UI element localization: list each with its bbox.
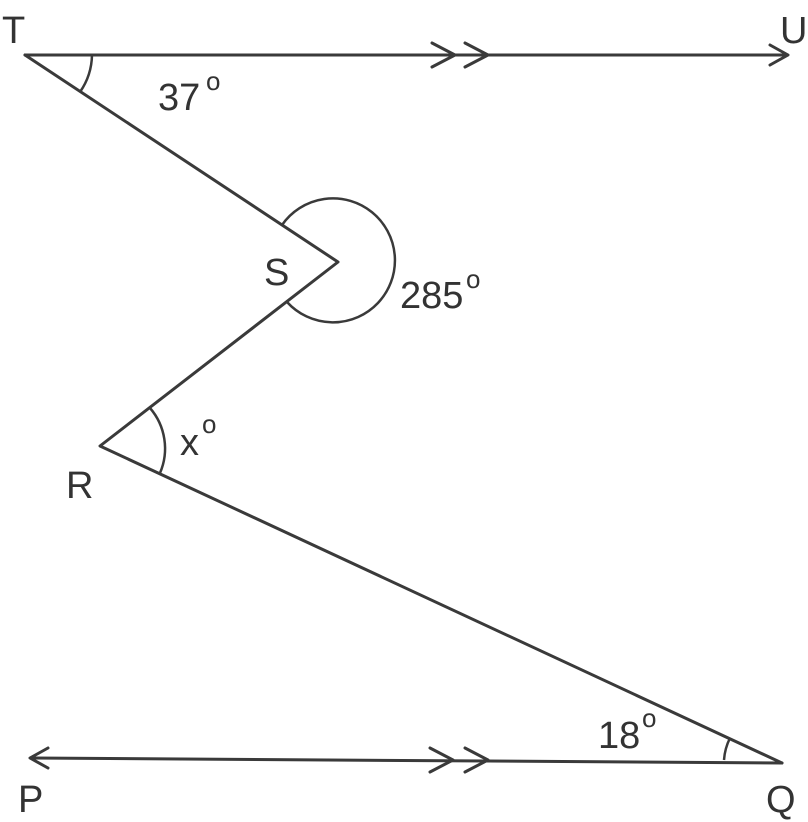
angle-degree-q: o xyxy=(642,703,656,733)
label-r: R xyxy=(66,465,93,507)
parallel-mark-tu-2 xyxy=(463,41,490,69)
angle-label-t: 37 xyxy=(158,77,200,119)
arrowhead-p xyxy=(28,746,50,770)
parallel-mark-tu-1 xyxy=(430,41,457,69)
angle-label-q: 18 xyxy=(598,715,640,757)
label-q: Q xyxy=(766,779,796,821)
label-u: U xyxy=(780,10,807,52)
line-pq xyxy=(30,756,784,765)
arc-angle-t xyxy=(78,54,94,93)
arc-angle-q xyxy=(722,737,732,761)
arc-angle-s-reflex xyxy=(280,197,397,324)
label-p: P xyxy=(18,779,43,821)
arrowhead-u xyxy=(768,43,790,67)
angle-degree-s: o xyxy=(466,264,480,294)
label-t: T xyxy=(2,10,25,52)
angle-label-s: 285 xyxy=(400,275,463,317)
angle-degree-r: o xyxy=(202,409,216,439)
label-s: S xyxy=(264,252,289,294)
parallel-mark-pq-1 xyxy=(428,746,455,774)
parallel-mark-pq-2 xyxy=(463,746,490,774)
angle-label-r: x xyxy=(180,422,199,464)
angle-degree-t: o xyxy=(206,66,220,96)
arc-angle-r xyxy=(149,407,167,474)
path-tsrq xyxy=(23,53,784,765)
